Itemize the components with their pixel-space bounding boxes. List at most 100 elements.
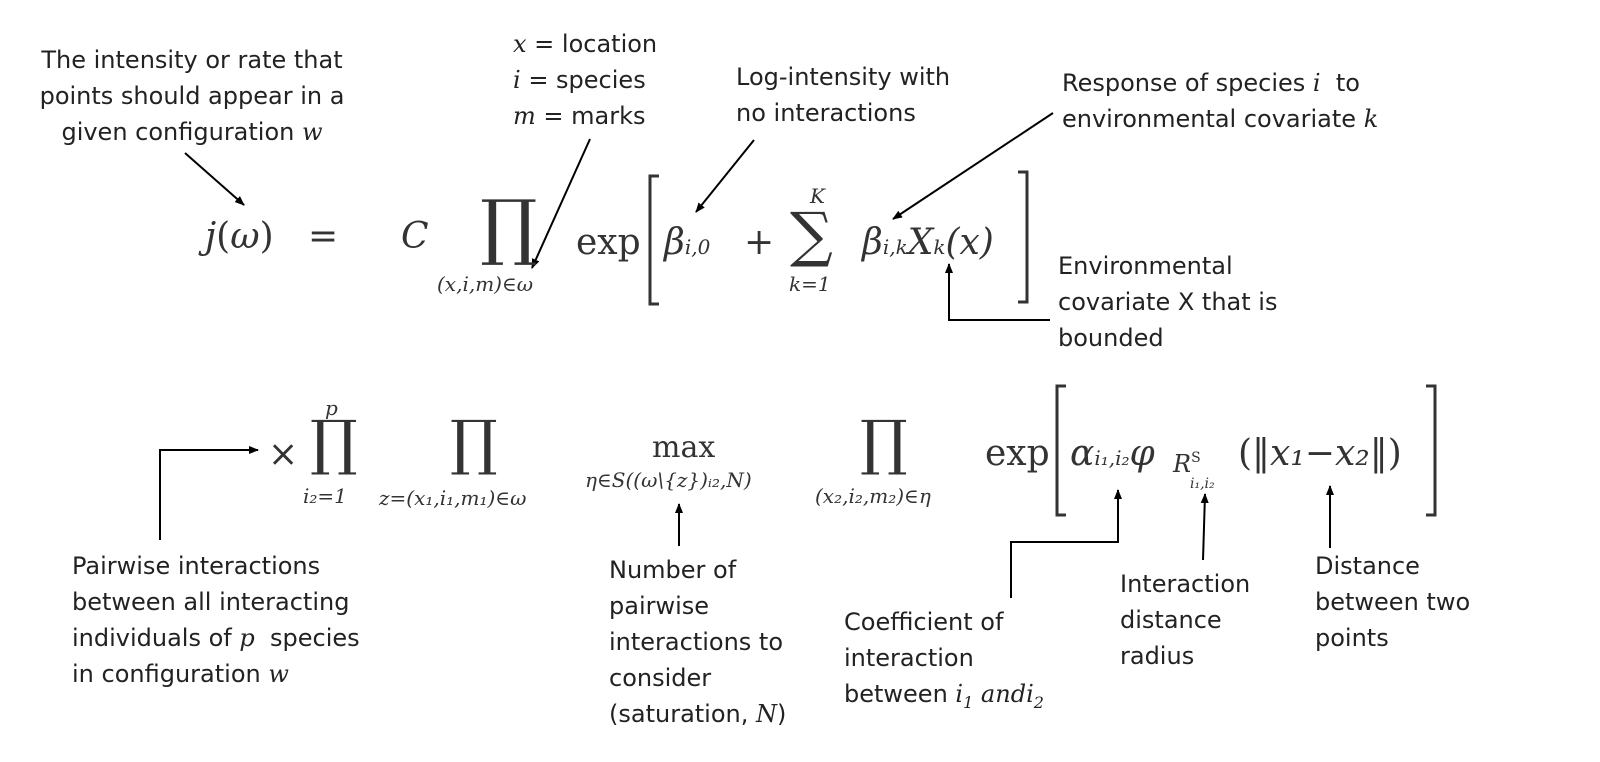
arrow-intensity <box>184 152 245 206</box>
eq-sum: ∑ <box>790 200 833 270</box>
coefficient-line3: between i1 andi2 <box>844 676 1044 721</box>
eq-alpha-sub: i₁,i₂ <box>1094 446 1130 470</box>
eq-distance-term: (‖x₁−x₂‖) <box>1238 433 1402 474</box>
pairwise-line1: Pairwise interactions <box>72 552 321 580</box>
annotation-indices: x = location i = species m = marks <box>513 26 657 134</box>
var-x: x <box>513 30 527 58</box>
eq-beta-0: βi,0 <box>664 222 710 263</box>
eq-X-sub: k <box>933 235 946 259</box>
arrow-log-intensity <box>695 139 755 213</box>
eq-alpha: α <box>1070 433 1095 474</box>
coefficient-line2: interaction <box>844 644 974 672</box>
intensity-line2: points should appear in a <box>39 82 345 110</box>
pairwise-line3-text: individuals of <box>72 624 240 652</box>
indices-i: i = species <box>513 62 657 98</box>
eq-norm-open: (‖ <box>1238 433 1271 474</box>
intensity-line1: The intensity or rate that <box>41 46 343 74</box>
eq-omega: ω <box>230 216 260 257</box>
response-line2-text: environmental covariate <box>1062 105 1364 133</box>
eq-R: R <box>1173 450 1192 478</box>
eq-X-arg: (x) <box>945 222 994 263</box>
saturation-line1: Number of <box>609 556 737 584</box>
distance-line1: Distance <box>1315 552 1420 580</box>
env-cov-line3: bounded <box>1058 324 1164 352</box>
eq-lparen: ( <box>216 216 231 257</box>
eq-product-2-sub: i₂=1 <box>303 484 347 508</box>
log-intensity-line2: no interactions <box>736 99 916 127</box>
saturation-line4: consider <box>609 664 712 692</box>
eq-radius-R: RS <box>1173 450 1201 478</box>
radius-line1: Interaction <box>1120 570 1251 598</box>
arrow-response <box>892 112 1054 220</box>
eq-product-2: ∏ <box>310 408 358 478</box>
indices-i-text: = species <box>520 66 646 94</box>
eq-R-sub: i₁,i₂ <box>1190 476 1215 492</box>
indices-m: m = marks <box>513 98 657 134</box>
eq-beta-0-sub: i,0 <box>684 235 711 259</box>
pairwise-line4-text: in configuration <box>72 660 269 688</box>
eq-equals: = <box>308 216 339 257</box>
eq-R-sup: S <box>1191 450 1201 466</box>
eq-X: X <box>907 222 934 263</box>
distance-line2: between two <box>1315 588 1471 616</box>
response-line2: environmental covariate k <box>1062 101 1378 137</box>
intensity-line3: given configuration w <box>22 114 362 150</box>
eq-beta-k-x: βi,kXk(x) <box>862 222 994 263</box>
env-cov-line2: covariate X that is <box>1058 288 1278 316</box>
bracket-left-1 <box>648 174 659 306</box>
eq-j: j <box>205 216 217 257</box>
eq-max-sub: η∈S((ω\{z})ᵢ₂,N) <box>585 468 752 492</box>
intensity-line3-text: given configuration <box>61 118 302 146</box>
arrow-coefficient <box>1010 489 1122 598</box>
pairwise-line3: individuals of p species <box>72 620 360 656</box>
eq-plus: + <box>744 222 775 263</box>
eq-exp-1: exp <box>576 222 641 263</box>
eq-constant-c: C <box>401 216 429 257</box>
annotation-intensity: The intensity or rate that points should… <box>22 42 362 150</box>
eq-product-3-sub: z=(x₁,i₁,m₁)∈ω <box>379 486 527 510</box>
eq-beta: β <box>664 222 685 263</box>
eq-rparen: ) <box>259 216 274 257</box>
eq-product-3: ∏ <box>450 408 498 478</box>
response-line1-suffix: to <box>1320 69 1360 97</box>
var-w: w <box>302 118 323 146</box>
var-w-pairwise: w <box>268 660 289 688</box>
bracket-left-2 <box>1055 384 1066 517</box>
radius-line3: radius <box>1120 642 1195 670</box>
annotation-radius: Interaction distance radius <box>1120 566 1250 674</box>
eq-product-4-sub: (x₂,i₂,m₂)∈η <box>815 484 931 508</box>
indices-x-text: = location <box>526 30 658 58</box>
arrow-env-cov <box>945 263 1050 321</box>
log-intensity-line1: Log-intensity with <box>736 63 951 91</box>
eq-sum-sub: k=1 <box>789 272 831 296</box>
eq-j-of-omega: j(ω) <box>205 216 274 257</box>
coefficient-line3-text: between <box>844 680 956 708</box>
indices-m-text: = marks <box>535 102 646 130</box>
eq-max: max <box>652 430 716 465</box>
word-and: and <box>973 680 1027 708</box>
coefficient-line1: Coefficient of <box>844 608 1004 636</box>
arrow-indices <box>531 138 591 269</box>
saturation-line5: (saturation, N) <box>609 696 786 732</box>
annotation-pairwise: Pairwise interactions between all intera… <box>72 548 360 692</box>
saturation-line5-suffix: ) <box>777 700 787 728</box>
eq-norm-close: ‖) <box>1369 433 1402 474</box>
indices-x: x = location <box>513 26 657 62</box>
annotation-env-cov: Environmental covariate X that is bounde… <box>1058 248 1277 356</box>
var-k: k <box>1363 105 1379 133</box>
annotation-response: Response of species i to environmental c… <box>1062 65 1378 137</box>
pairwise-line2: between all interacting <box>72 588 350 616</box>
eq-beta-k-sub: i,k <box>882 235 908 259</box>
eq-beta-2: β <box>862 222 883 263</box>
saturation-line5-text: (saturation, <box>609 700 756 728</box>
eq-times: × <box>268 434 299 475</box>
response-line1-text: Response of species <box>1062 69 1313 97</box>
var-i1-sub: 1 <box>963 692 974 712</box>
pairwise-line3-suffix: species <box>254 624 360 652</box>
var-i: i <box>513 66 521 94</box>
var-i2-sub: 2 <box>1033 692 1044 712</box>
var-i-response: i <box>1312 69 1321 97</box>
saturation-line2: pairwise <box>609 592 710 620</box>
